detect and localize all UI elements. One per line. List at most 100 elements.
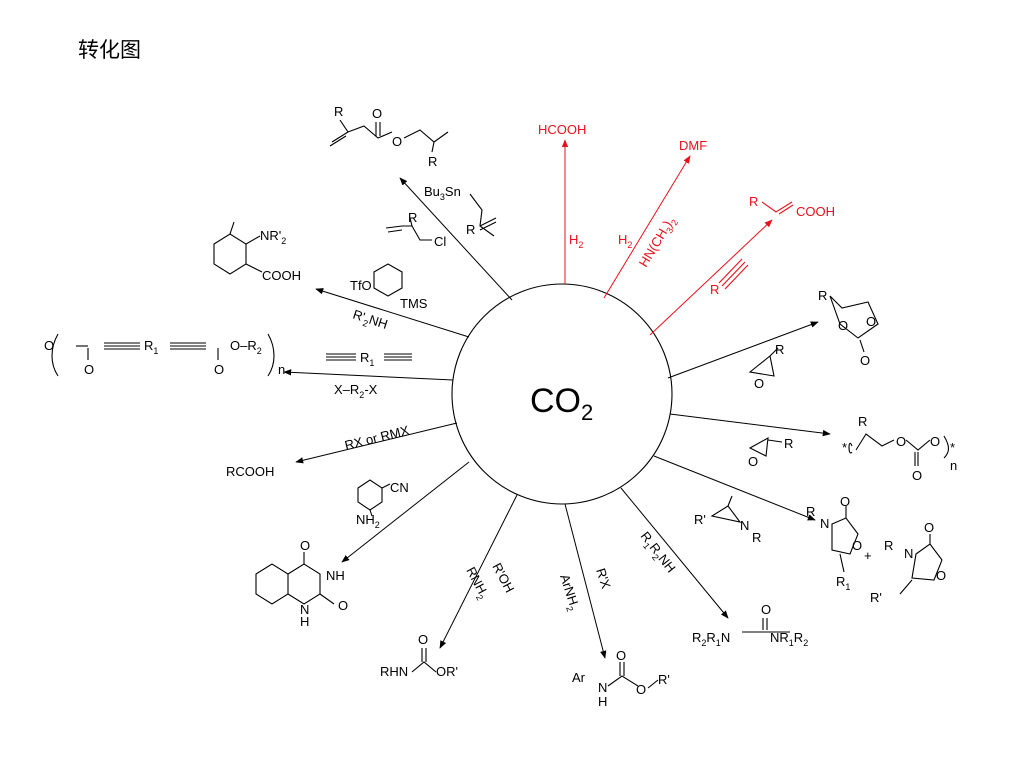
oxazolidinone-a: R N O O R1 + <box>806 494 872 592</box>
pc-n: n <box>950 458 957 473</box>
urea-left: R2R1N <box>692 630 730 648</box>
arrow-allyl-ester <box>399 177 513 301</box>
aryne-reagent: TfO TMS <box>350 263 428 311</box>
dmf-label: DMF <box>679 138 707 153</box>
pc-o2: O <box>930 434 940 449</box>
roh-label: R'OH <box>489 560 517 595</box>
allyl-stannane-reagent: Bu3Sn R <box>424 184 497 237</box>
carb-o2: OR' <box>436 664 458 679</box>
arrow-polymer <box>283 369 454 381</box>
oxa-n: N <box>820 516 829 531</box>
dihalide-label: X–R2-X <box>334 382 378 400</box>
stannane-r: R <box>466 222 475 237</box>
oxb-o1: O <box>924 520 934 535</box>
acrylic-r-label: R <box>749 194 758 209</box>
oxa-o1: O <box>840 494 850 509</box>
oxazolidinone-b: R N O O R' <box>870 520 946 605</box>
acrylic-branch: R COOH R <box>710 194 835 297</box>
ac-h: H <box>598 694 607 709</box>
stannane-label: Bu3Sn <box>424 184 461 202</box>
ep2-o: O <box>748 454 758 469</box>
pc-o1: O <box>896 434 906 449</box>
arrows <box>283 139 831 659</box>
pc-star2: * <box>950 440 955 455</box>
dmf-branch: DMF H2 HN(CH3)2 <box>618 138 707 271</box>
arrow-cyclic-carbonate <box>667 321 819 379</box>
ae-r2: R <box>428 154 437 169</box>
oxb-o2: O <box>936 568 946 583</box>
aryl-carbamate: Ar N H O O R' <box>572 648 670 709</box>
ac-ar: Ar <box>572 670 586 685</box>
h2-formic-label: H2 <box>569 232 583 250</box>
quinazolinedione: O NH O N H <box>255 538 348 629</box>
abn-cn: CN <box>390 480 409 495</box>
rx-rmx-label: RX or RMX <box>343 422 411 453</box>
amine2-reagent: R'2NH <box>351 307 390 332</box>
rcooh-label: RCOOH <box>226 464 274 479</box>
arx-reagent: R'X ArNH2 <box>557 566 614 613</box>
cc-o2: O <box>866 314 876 329</box>
cyclic-carbonate: R O O O <box>818 288 879 368</box>
oxa-plus: + <box>864 548 872 563</box>
poly-r1: R1 <box>144 338 158 356</box>
ac-o1: O <box>616 648 626 663</box>
aminobenzonitrile-reagent: CN NH2 <box>356 479 409 530</box>
cc-o1: O <box>838 318 848 333</box>
ae-r1: R <box>334 104 343 119</box>
aryne-tfo: TfO <box>350 278 372 293</box>
secondary-amine-reagent: R1R2NH <box>635 529 679 578</box>
diyne-reagent: R1 <box>326 350 412 368</box>
arrow-aryl-carbamate <box>564 503 607 659</box>
oxb-r: R <box>884 538 893 553</box>
oxa-o2: O <box>852 538 862 553</box>
epoxide2-reagent: R O <box>748 436 793 469</box>
diyne-r1: R1 <box>360 350 374 368</box>
ae-o1: O <box>372 106 382 121</box>
az-r: R <box>752 530 761 545</box>
pc-r: R <box>858 414 867 429</box>
roh-reagent: R'OH RNH2 <box>463 560 517 602</box>
carb-left: RHN <box>380 664 408 679</box>
qd-o2: O <box>338 598 348 613</box>
urea-right: NR1R2 <box>770 630 808 648</box>
allyl-chloride-reagent: R Cl <box>385 210 446 249</box>
ac-n: N <box>598 680 607 695</box>
acrylic-bond <box>761 201 793 213</box>
anth-cooh: COOH <box>262 268 301 283</box>
ep2-r: R <box>784 436 793 451</box>
rcooh-branch: RX or RMX RCOOH <box>226 422 411 479</box>
anth-nr: NR'2 <box>260 228 286 246</box>
qd-o1: O <box>300 538 310 553</box>
dmf-amine-label: HN(CH3)2 <box>636 214 680 271</box>
qd-h: H <box>300 614 309 629</box>
arrow-polycarbonate <box>669 413 831 437</box>
aryne-tms: TMS <box>400 296 428 311</box>
allyl-ester: R O O R <box>329 104 449 169</box>
formic-acid-label: HCOOH <box>538 122 586 137</box>
carbamate: RHN O OR' <box>380 632 458 679</box>
ep-r: R <box>775 342 784 357</box>
ac-o2: O <box>636 682 646 697</box>
alkyne-triple-bond <box>718 258 749 290</box>
arrow-carbamate <box>439 494 518 649</box>
acrylic-cooh-label: COOH <box>796 204 835 219</box>
sec-amine-label: R1R2NH <box>635 529 678 578</box>
cc-o3: O <box>860 353 870 368</box>
az-n: N <box>740 518 749 533</box>
carb-o1: O <box>418 632 428 647</box>
ac-rp: R' <box>658 672 670 687</box>
polycarbonate: R * O O O * n <box>842 414 957 483</box>
qd-n: N <box>300 602 309 617</box>
pc-o3: O <box>912 468 922 483</box>
dihalide-reagent: X–R2-X <box>334 382 378 400</box>
urea-o: O <box>761 602 771 617</box>
arrow-oxazolidinone <box>653 455 816 521</box>
rx-label: R'X <box>593 566 614 590</box>
az-rp: R' <box>694 512 706 527</box>
poly-o3: O <box>214 362 224 377</box>
co2-center: CO2 <box>451 283 673 505</box>
oxa-r1: R1 <box>836 574 850 592</box>
poly-n: n <box>278 362 285 377</box>
allylcl-r: R <box>408 210 417 225</box>
